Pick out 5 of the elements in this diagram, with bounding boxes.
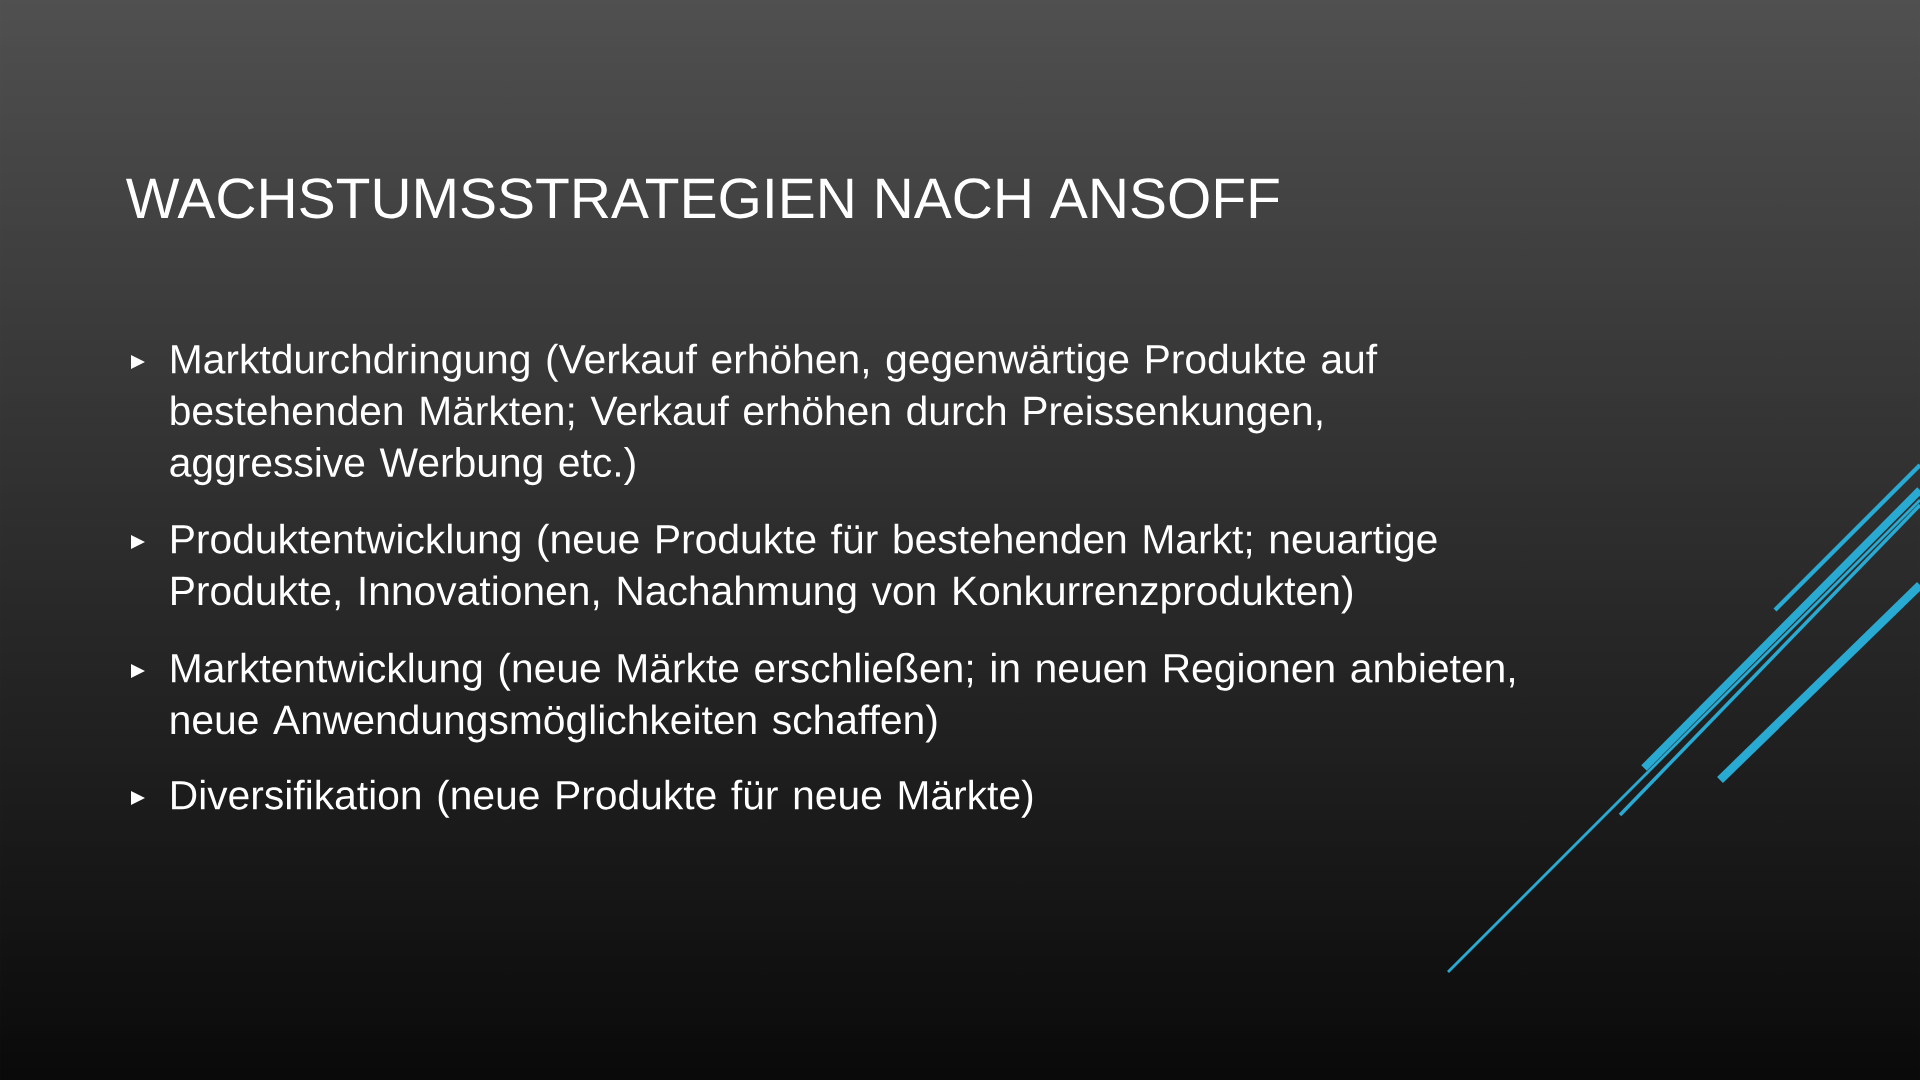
bullet-text: Diversifikation (neue Produkte für neue Märkte) <box>172 779 1033 818</box>
bullet-text: Marktentwicklung (neue Märkte erschließen; in neuen Regionen anbieten, neue Anwendungsmöglichkeiten schaffen) <box>171 652 1514 743</box>
bullet-text: Produktentwicklung (neue Produkte für bestehenden Markt; neuartige Produkte, Innovationen, Nachahmung von Konkurrenzprodukten) <box>172 523 1437 614</box>
bullet-text: Marktdurchdringung (Verkauf erhöhen, gegenwärtige Produkte auf bestehenden Märkten; Verkauf erhöhen durch Preissenkungen, aggressive Werbung etc.) <box>170 343 1378 486</box>
slide-title: WACHSTUMSSTRATEGIEN NACH ANSOFF <box>126 178 1279 219</box>
